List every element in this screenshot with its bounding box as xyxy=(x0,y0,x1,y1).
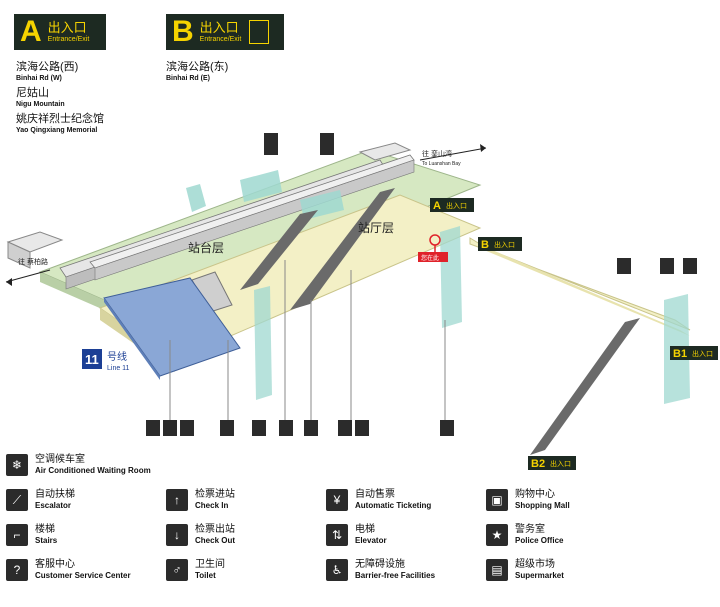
glass-shaft-3 xyxy=(440,226,462,328)
building-west-side xyxy=(7,241,31,269)
escalator-icon xyxy=(304,420,318,436)
platform-level-label: 站台层 xyxy=(188,240,224,255)
service-center-icon: ? xyxy=(6,559,28,581)
exit-b-label-cn: 出入口 xyxy=(199,19,239,35)
toilet-icon xyxy=(146,420,160,436)
check-out-icon xyxy=(355,420,369,436)
service-center-icon xyxy=(180,420,194,436)
destination-a-0: 滨海公路(西) Binhai Rd (W) xyxy=(16,61,79,82)
stairs-icon xyxy=(683,258,697,274)
svg-text:B1: B1 xyxy=(673,348,687,360)
escalator-b2 xyxy=(530,318,640,455)
snowflake-icon xyxy=(264,133,278,155)
svg-text:出入口: 出入口 xyxy=(494,240,515,249)
destination-a-2: 姚庆祥烈士纪念馆 Yao Qingxiang Memorial xyxy=(16,113,104,134)
exit-b-label-en: Entrance/Exit xyxy=(199,35,242,43)
line11-badge xyxy=(82,349,102,369)
wheelchair-icon: ♿ xyxy=(326,559,348,581)
check-in-icon: ↑ xyxy=(166,489,188,511)
svg-text:B2: B2 xyxy=(531,458,545,470)
stairs-icon: ⌐ xyxy=(6,524,28,546)
elevator-icon xyxy=(252,420,266,436)
exit-b-badge: B 出入口 Entrance/Exit xyxy=(166,14,284,50)
corridor xyxy=(469,237,691,331)
tag-exit-b xyxy=(478,237,522,251)
elevator-icon xyxy=(660,258,674,274)
building-east xyxy=(358,142,412,161)
you-are-here-box xyxy=(418,252,448,262)
exit-a-letter: A xyxy=(20,15,42,48)
exit-a-badge: A 出入口 Entrance/Exit xyxy=(14,14,106,50)
exit-a-label-en: Entrance/Exit xyxy=(47,35,90,43)
police-icon: ★ xyxy=(486,524,508,546)
check-out-icon: ↓ xyxy=(166,524,188,546)
tag-exit-a xyxy=(430,198,474,212)
escalator-1 xyxy=(290,188,395,310)
arrow-west-head xyxy=(6,278,12,286)
snowflake-icon xyxy=(320,133,334,155)
svg-text:出入口: 出入口 xyxy=(550,459,571,468)
ticket-machine-icon xyxy=(279,420,293,436)
destination-b-0: 滨海公路(东) Binhai Rd (E) xyxy=(166,61,229,82)
corridor-edge xyxy=(478,244,690,336)
exit-b-letter: B xyxy=(172,15,194,48)
escalator-2 xyxy=(240,210,318,290)
toilet-icon: ♂ xyxy=(166,559,188,581)
svg-text:出入口: 出入口 xyxy=(446,201,467,210)
line11-number: 11 xyxy=(85,352,99,367)
waiting-room-1 xyxy=(240,170,282,202)
line11-label-en: Line 11 xyxy=(107,365,130,372)
direction-west-cn: 往 蔡柏路 xyxy=(18,257,48,266)
exit-a-label-cn: 出入口 xyxy=(47,19,87,35)
snowflake-icon: ❄ xyxy=(6,454,28,476)
elevator-icon xyxy=(440,420,454,436)
shopping-icon: ▣ xyxy=(486,489,508,511)
concourse-level-label: 站厅层 xyxy=(358,221,394,235)
you-are-here-label: 您在此 xyxy=(421,254,439,262)
arrow-east xyxy=(419,147,487,161)
arrow-east-head xyxy=(480,144,486,152)
svg-text:A: A xyxy=(433,200,441,212)
svg-text:B: B xyxy=(481,239,489,251)
svg-text:出入口: 出入口 xyxy=(692,349,713,358)
wheelchair-elevator-icon xyxy=(249,20,270,44)
check-in-icon xyxy=(338,420,352,436)
destination-a-1: 尼姑山 Nigu Mountain xyxy=(16,87,65,108)
stairs-icon xyxy=(220,420,234,436)
ticket-machine-icon: ¥ xyxy=(326,489,348,511)
supermarket-icon: ▤ xyxy=(486,559,508,581)
line11-label-cn: 号线 xyxy=(107,350,127,363)
escalator-icon xyxy=(617,258,631,274)
wheelchair-icon xyxy=(163,420,177,436)
line11-block-edge xyxy=(104,298,160,380)
train-lower xyxy=(89,154,415,281)
glass-shaft-1 xyxy=(186,184,206,212)
tag-exit-b1 xyxy=(670,346,718,360)
facility-icon-row xyxy=(146,258,697,436)
arrow-west xyxy=(5,269,51,283)
glass-shaft-2 xyxy=(254,286,272,400)
direction-east-en: To Luanshan Bay xyxy=(422,161,461,167)
tag-exit-b2 xyxy=(528,456,576,470)
elevator-icon: ⇅ xyxy=(326,524,348,546)
escalator-icon: ⟋ xyxy=(6,489,28,511)
direction-east-cn: 往 銮山湾 xyxy=(422,149,452,158)
